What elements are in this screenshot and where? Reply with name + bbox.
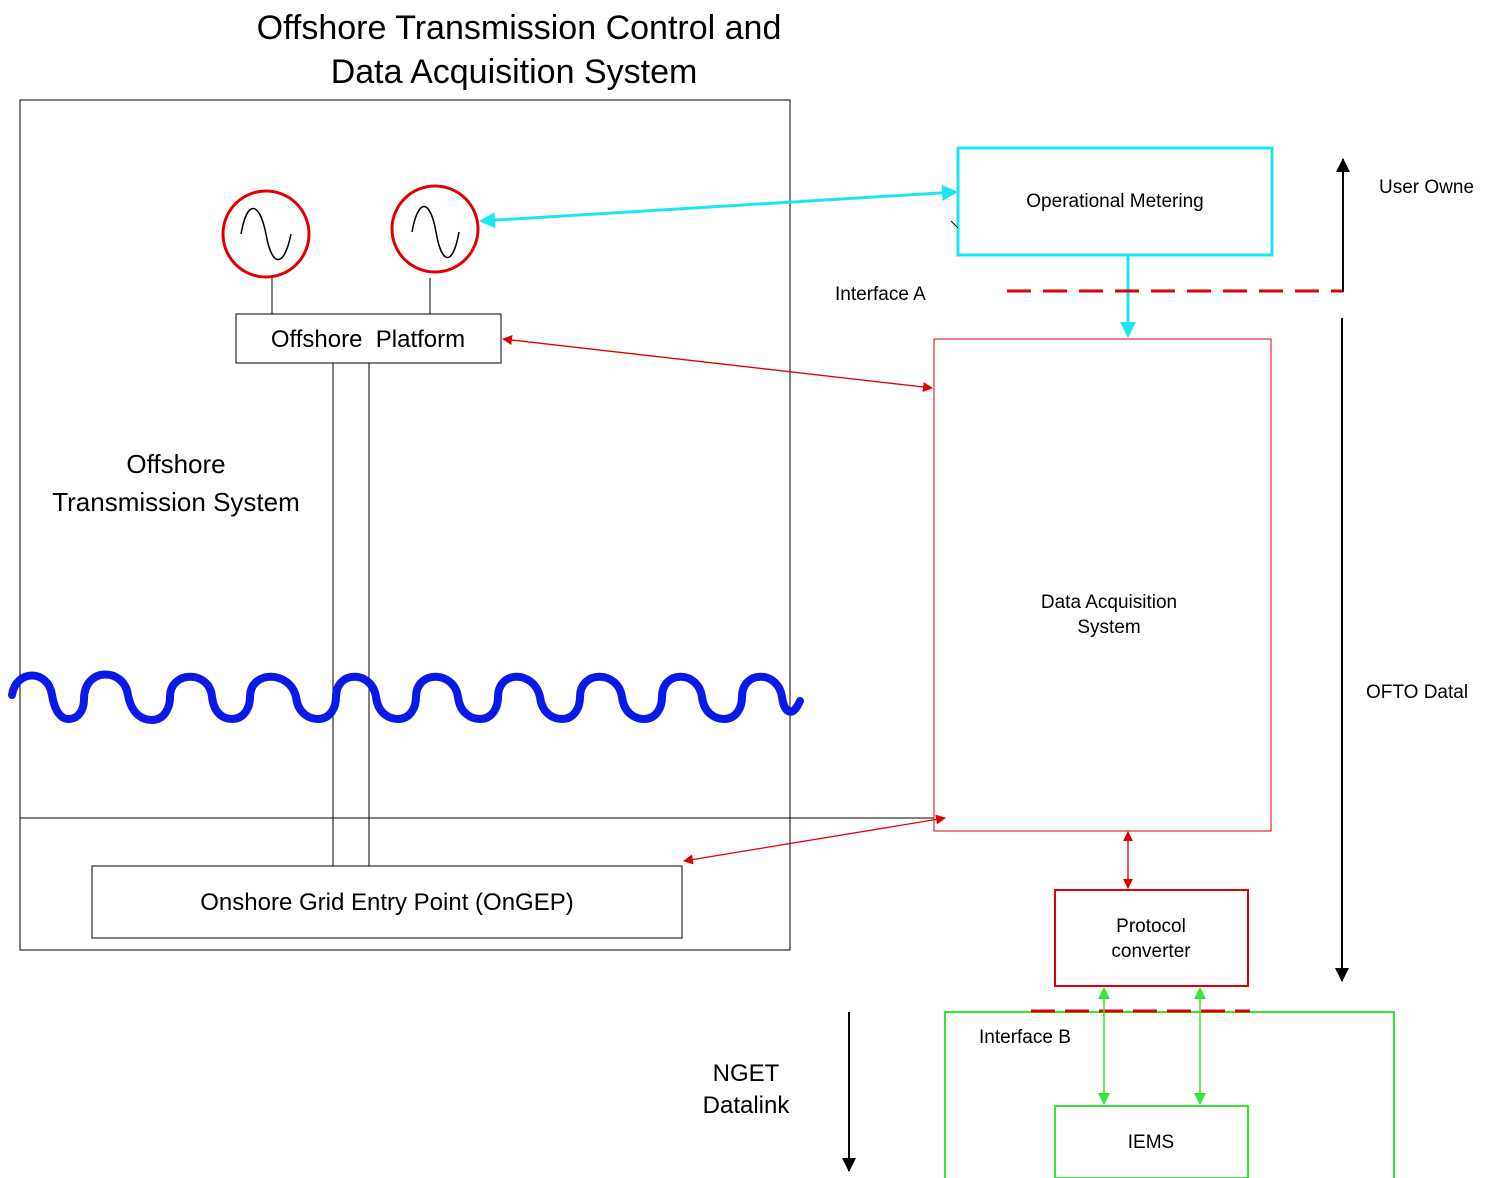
generator-left-icon [221,189,311,279]
data-acquisition-system-box [933,338,1272,832]
operational-metering-label: Operational Metering [1026,191,1203,212]
onshore-grid-entry-point-box [91,865,683,939]
operational-metering-box [956,146,1274,257]
user-owned-label: User Owne [1379,177,1474,198]
onshore-to-data-acquisition-link [683,814,946,865]
generator-right-icon [390,184,480,274]
nget-datalink-label-line-2: Datalink [703,1092,791,1119]
diagram-title-line-1: Offshore Transmission Control and [257,9,782,47]
offshore-transmission-system-label-line-1: Offshore [126,449,225,479]
iems-label: IEMS [1128,1132,1174,1153]
data-acquisition-system-label-line-2: System [1077,617,1140,638]
nget-datalink-label-line-1: NGET [713,1060,780,1087]
iems-box [1054,1105,1249,1178]
interface-b-label: Interface B [979,1027,1071,1048]
data-acquisition-system-label-line-1: Data Acquisition [1041,592,1177,613]
offshore-platform-box [235,313,502,364]
protocol-converter-label-line-1: Protocol [1116,916,1186,937]
diagram-title-line-2: Data Acquisition System [331,53,698,91]
protocol-converter-label-line-2: converter [1111,941,1191,962]
protocol-converter-box [1054,889,1249,987]
ofto-datalink-label: OFTO Datal [1366,682,1468,703]
sea-wave-icon [8,670,804,724]
onshore-grid-entry-point-label: Onshore Grid Entry Point (OnGEP) [200,889,573,916]
offshore-transmission-system-label-line-2: Transmission System [52,487,300,517]
generator-to-metering-link [479,184,958,229]
offshore-system-boundary [19,99,791,951]
interface-a-label: Interface A [835,284,926,305]
offshore-platform-label: Offshore Platform [271,326,465,353]
platform-to-data-acquisition-link [502,335,933,392]
